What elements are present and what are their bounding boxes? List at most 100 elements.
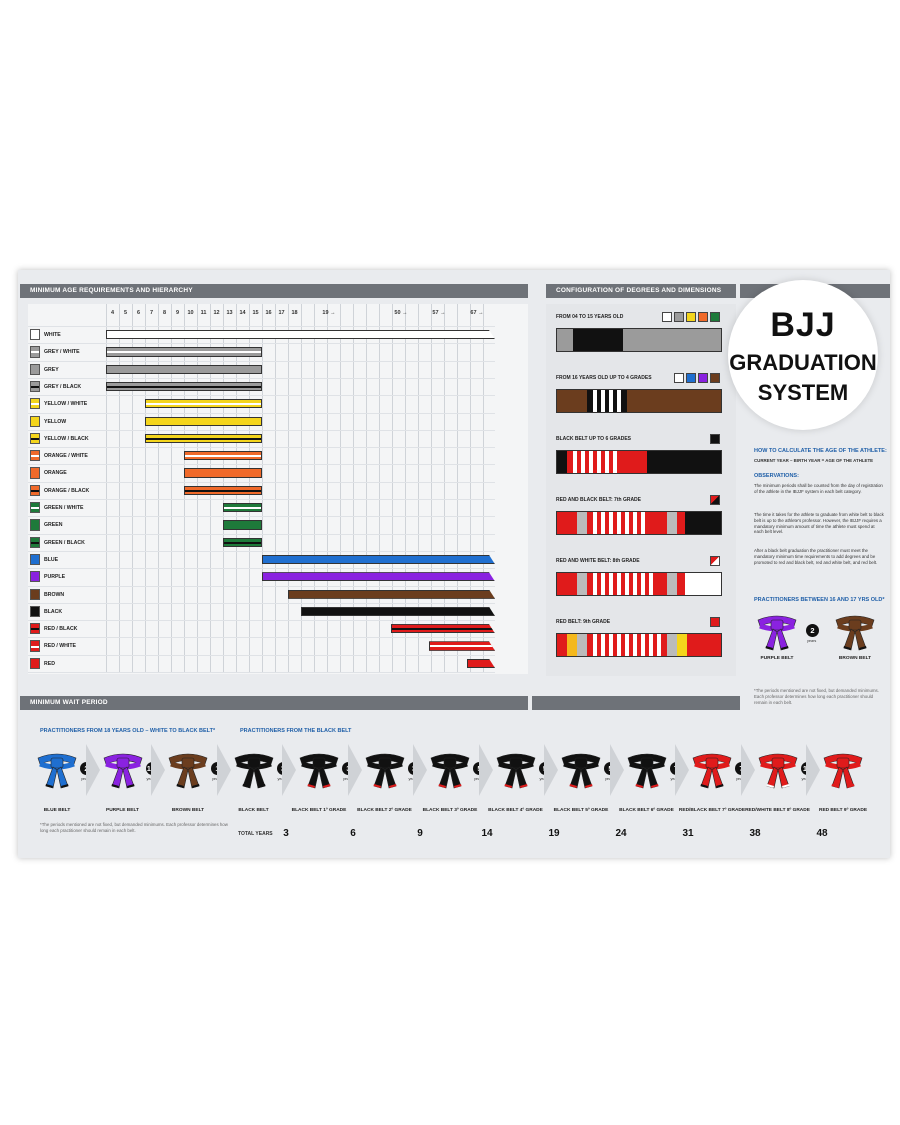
belt-color-swatch [30,346,40,358]
teen-practitioners-title: PRACTITIONERS BETWEEN 16 AND 17 YRS OLD* [754,597,885,603]
degree-belt-bar [556,450,722,474]
teen-brown-label: BROWN BELT [838,656,872,661]
poster: MINIMUM AGE REQUIREMENTS AND HIERARCHY C… [18,270,890,858]
belt-swatch-stripe [31,645,39,648]
grid-vline [106,304,107,672]
observation-1: The minimum periods shall be counted fro… [754,483,883,494]
belt-color-swatch [30,329,40,341]
grid-vline [158,304,159,672]
grid-hline [28,343,495,345]
chevron-divider [347,744,362,796]
color-square [710,617,720,627]
teen-footnote: *The periods mentioned are not fixed, bu… [754,688,879,705]
belt-bar-stripe [224,541,261,544]
belt-color-swatch [30,363,40,375]
degree-stripe [597,451,601,473]
belt-knot-icon [820,748,866,795]
belt-bar-stripe [224,506,261,509]
belt-age-bar [145,433,262,444]
wait-section-header: MINIMUM WAIT PERIOD [20,696,528,710]
degree-stripe [589,451,593,473]
degree-stripe [633,634,637,656]
observation-2: The time it takes for the athlete to gra… [754,512,884,535]
belt-row-label: RED / BLACK [44,626,78,633]
belt-row-label: GREEN / BLACK [44,539,85,546]
belt-color-swatch [30,380,40,393]
age-tick-label: 4 [110,310,115,316]
belt-age-bar [223,503,262,513]
total-years-value: 6 [350,828,356,839]
degree-stripe [625,634,629,656]
age-tick-label: 16 [265,310,272,316]
belt-color-swatch [30,640,40,652]
belt-knot-icon [558,748,604,795]
wait-belt-label: BROWN BELT [171,808,205,813]
total-years-value: 19 [548,828,560,839]
degree-belt-bar [556,389,722,413]
belt-swatch-stripe [31,541,39,544]
color-square [710,312,720,322]
belt-row-label: RED [44,660,55,667]
age-tick-label: 14 [239,310,246,316]
age-tick-label: 10 [187,310,194,316]
degree-stripe [593,634,597,656]
teen-years-badge: 2 [806,624,819,637]
belt-knot-icon [427,748,473,795]
rank-bar [587,634,667,656]
degree-stripe [605,451,609,473]
color-square [674,373,684,383]
degree-stripe [641,634,645,656]
chevron-divider [151,744,165,796]
belt-knot-icon [231,748,277,795]
grid-vline [132,304,133,672]
grid-vline [288,304,289,672]
logo-title-system: SYSTEM [757,380,849,405]
grid-vline [262,304,263,672]
rank-bar-edge-right-gold [677,634,687,656]
rank-bar [587,573,667,595]
belt-knot-icon [689,748,735,795]
degree-belt-bar [556,572,722,596]
color-square [686,312,696,322]
chevron-divider [609,744,624,796]
degree-stripe [617,512,621,534]
degree-stripe [593,512,597,534]
belt-swatch-stripe [31,489,39,492]
grid-hline [28,602,495,604]
belt-age-bar [467,659,495,668]
belt-row-label: BROWN [44,591,65,598]
belt-row-label: ORANGE / BLACK [44,487,90,494]
degree-stripe [649,573,653,595]
color-square [710,373,720,383]
age-tick-label: 13 [226,310,233,316]
wait-footnote: *The periods mentioned are not fixed, bu… [40,822,228,833]
black-belt-practitioners-title: PRACTITIONERS FROM THE BLACK BELT [240,728,352,734]
belt-knot-icon [362,748,408,795]
belt-row-label: RED / WHITE [44,643,76,650]
belt-color-swatch [30,484,40,496]
belt-age-bar [391,624,495,633]
config-title: FROM 04 TO 15 YEARS OLD [556,314,624,320]
chevron-divider [85,744,100,796]
age-tick-label: 9 [175,310,180,316]
belt-bar-stripe [107,351,261,354]
belt-row-label: PURPLE [44,574,66,581]
grid-vline [470,304,471,672]
degree-stripe [617,573,621,595]
belt-row-label: GREEN / WHITE [44,505,84,511]
belt-color-swatch [30,467,40,479]
age-tick-label: 8 [162,310,167,316]
belt-bar-stripe [185,489,261,492]
grid-vline [353,304,354,672]
grid-hline [28,620,495,622]
degree-stripe [613,451,617,473]
degree-stripe [593,390,597,412]
belt-knot-icon [296,748,342,795]
grid-hline [28,637,495,639]
wait-belt-label: BLUE BELT [43,808,71,813]
belt-knot-icon [165,748,211,795]
grid-hline [28,568,495,570]
belt-row-label: YELLOW / BLACK [44,435,89,442]
